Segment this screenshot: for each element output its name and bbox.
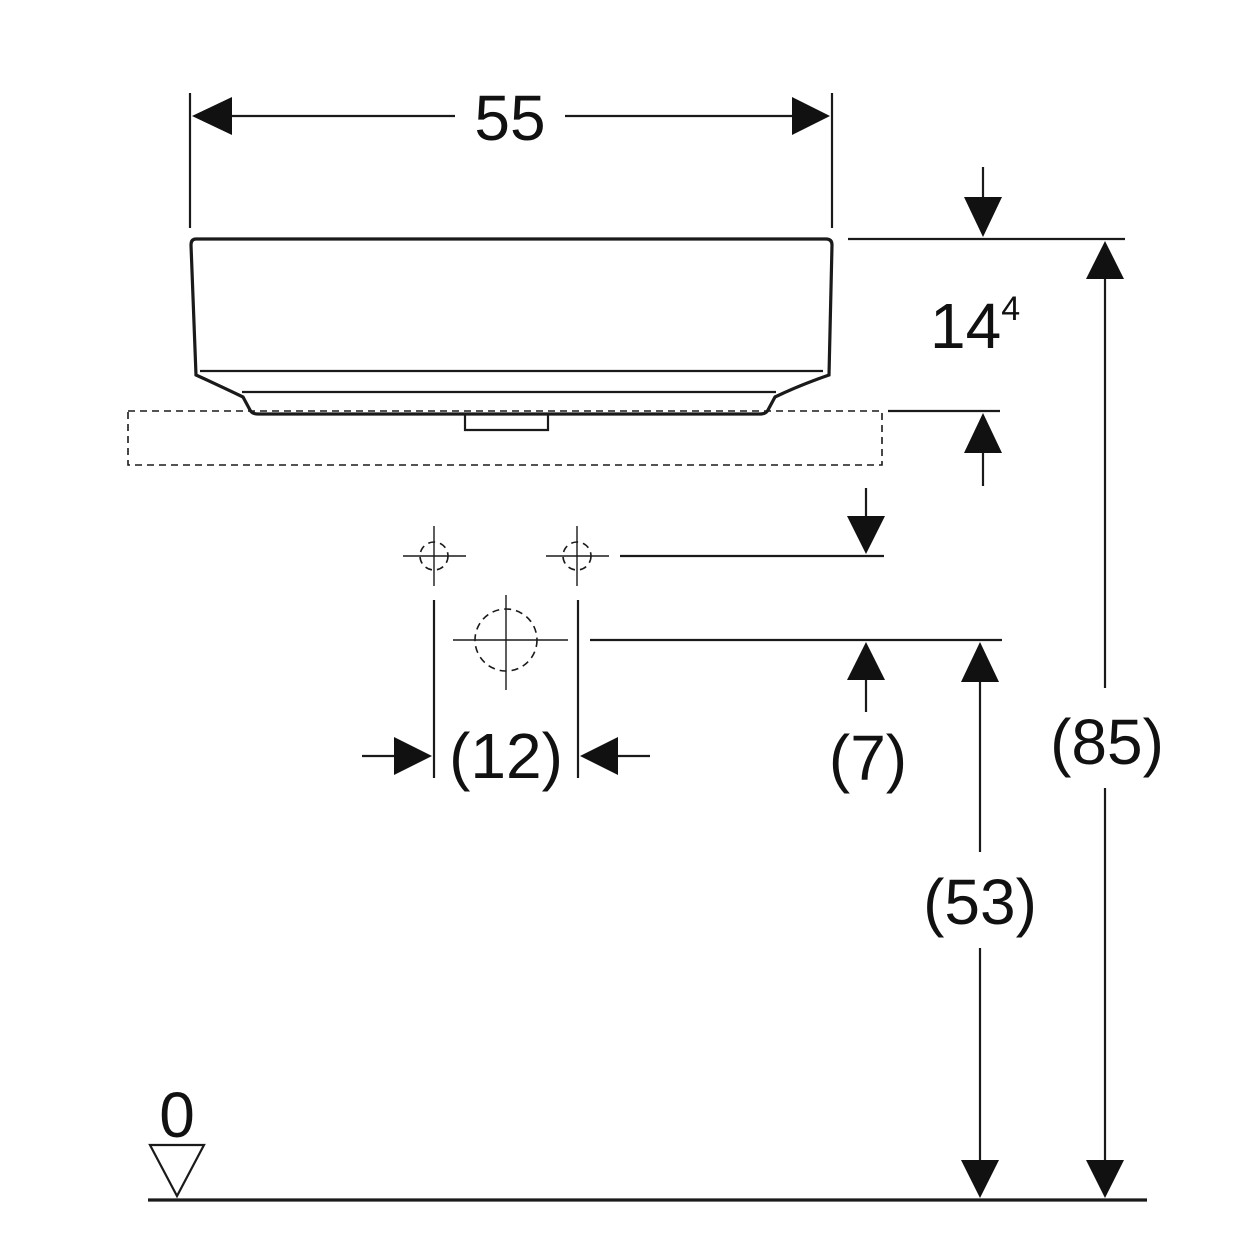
tap-spacing-arrow-left [394, 737, 432, 775]
drain-offset-arrow-bottom [847, 642, 885, 680]
total-height-dimension: (85) [1050, 241, 1164, 1198]
basin-height-superscript: 4 [1001, 290, 1020, 328]
tap-spacing-dimension: (12) [362, 600, 650, 792]
basin-height-dimension: 144 [848, 167, 1125, 486]
drain-offset-dimension: (7) [829, 488, 907, 794]
drain-height-dimension: (53) [923, 642, 1037, 1198]
drain-offset-label: (7) [829, 722, 907, 794]
basin [189, 237, 834, 432]
drain-offset-arrow-top [847, 516, 885, 554]
drain-height-arrow-top [961, 642, 999, 682]
waste-connection [453, 595, 568, 690]
level-marker-icon [148, 1143, 206, 1199]
floor-reference: 0 [148, 1079, 1147, 1202]
basin-height-value: 14 [930, 290, 1001, 362]
drain-height-arrow-bottom [961, 1160, 999, 1198]
floor-level-label: 0 [159, 1079, 195, 1151]
width-arrow-right [792, 97, 830, 135]
tap-spacing-label: (12) [449, 720, 563, 792]
tap-connection-right [546, 526, 609, 586]
total-height-label: (85) [1050, 706, 1164, 778]
total-height-arrow-top [1086, 241, 1124, 279]
drain-outlet [463, 414, 550, 432]
basin-height-label: 144 [930, 290, 1020, 362]
tap-connection-left [403, 526, 466, 586]
width-dimension: 55 [188, 82, 834, 228]
basin-height-arrow-bottom [964, 413, 1002, 453]
basin-height-arrow-top [964, 197, 1002, 237]
width-arrow-left [192, 97, 232, 135]
width-label: 55 [474, 82, 545, 154]
basin-outline [189, 237, 834, 416]
countertop-outline [127, 410, 883, 466]
tap-spacing-arrow-right [580, 737, 618, 775]
drain-height-label: (53) [923, 866, 1037, 938]
total-height-arrow-bottom [1086, 1160, 1124, 1198]
